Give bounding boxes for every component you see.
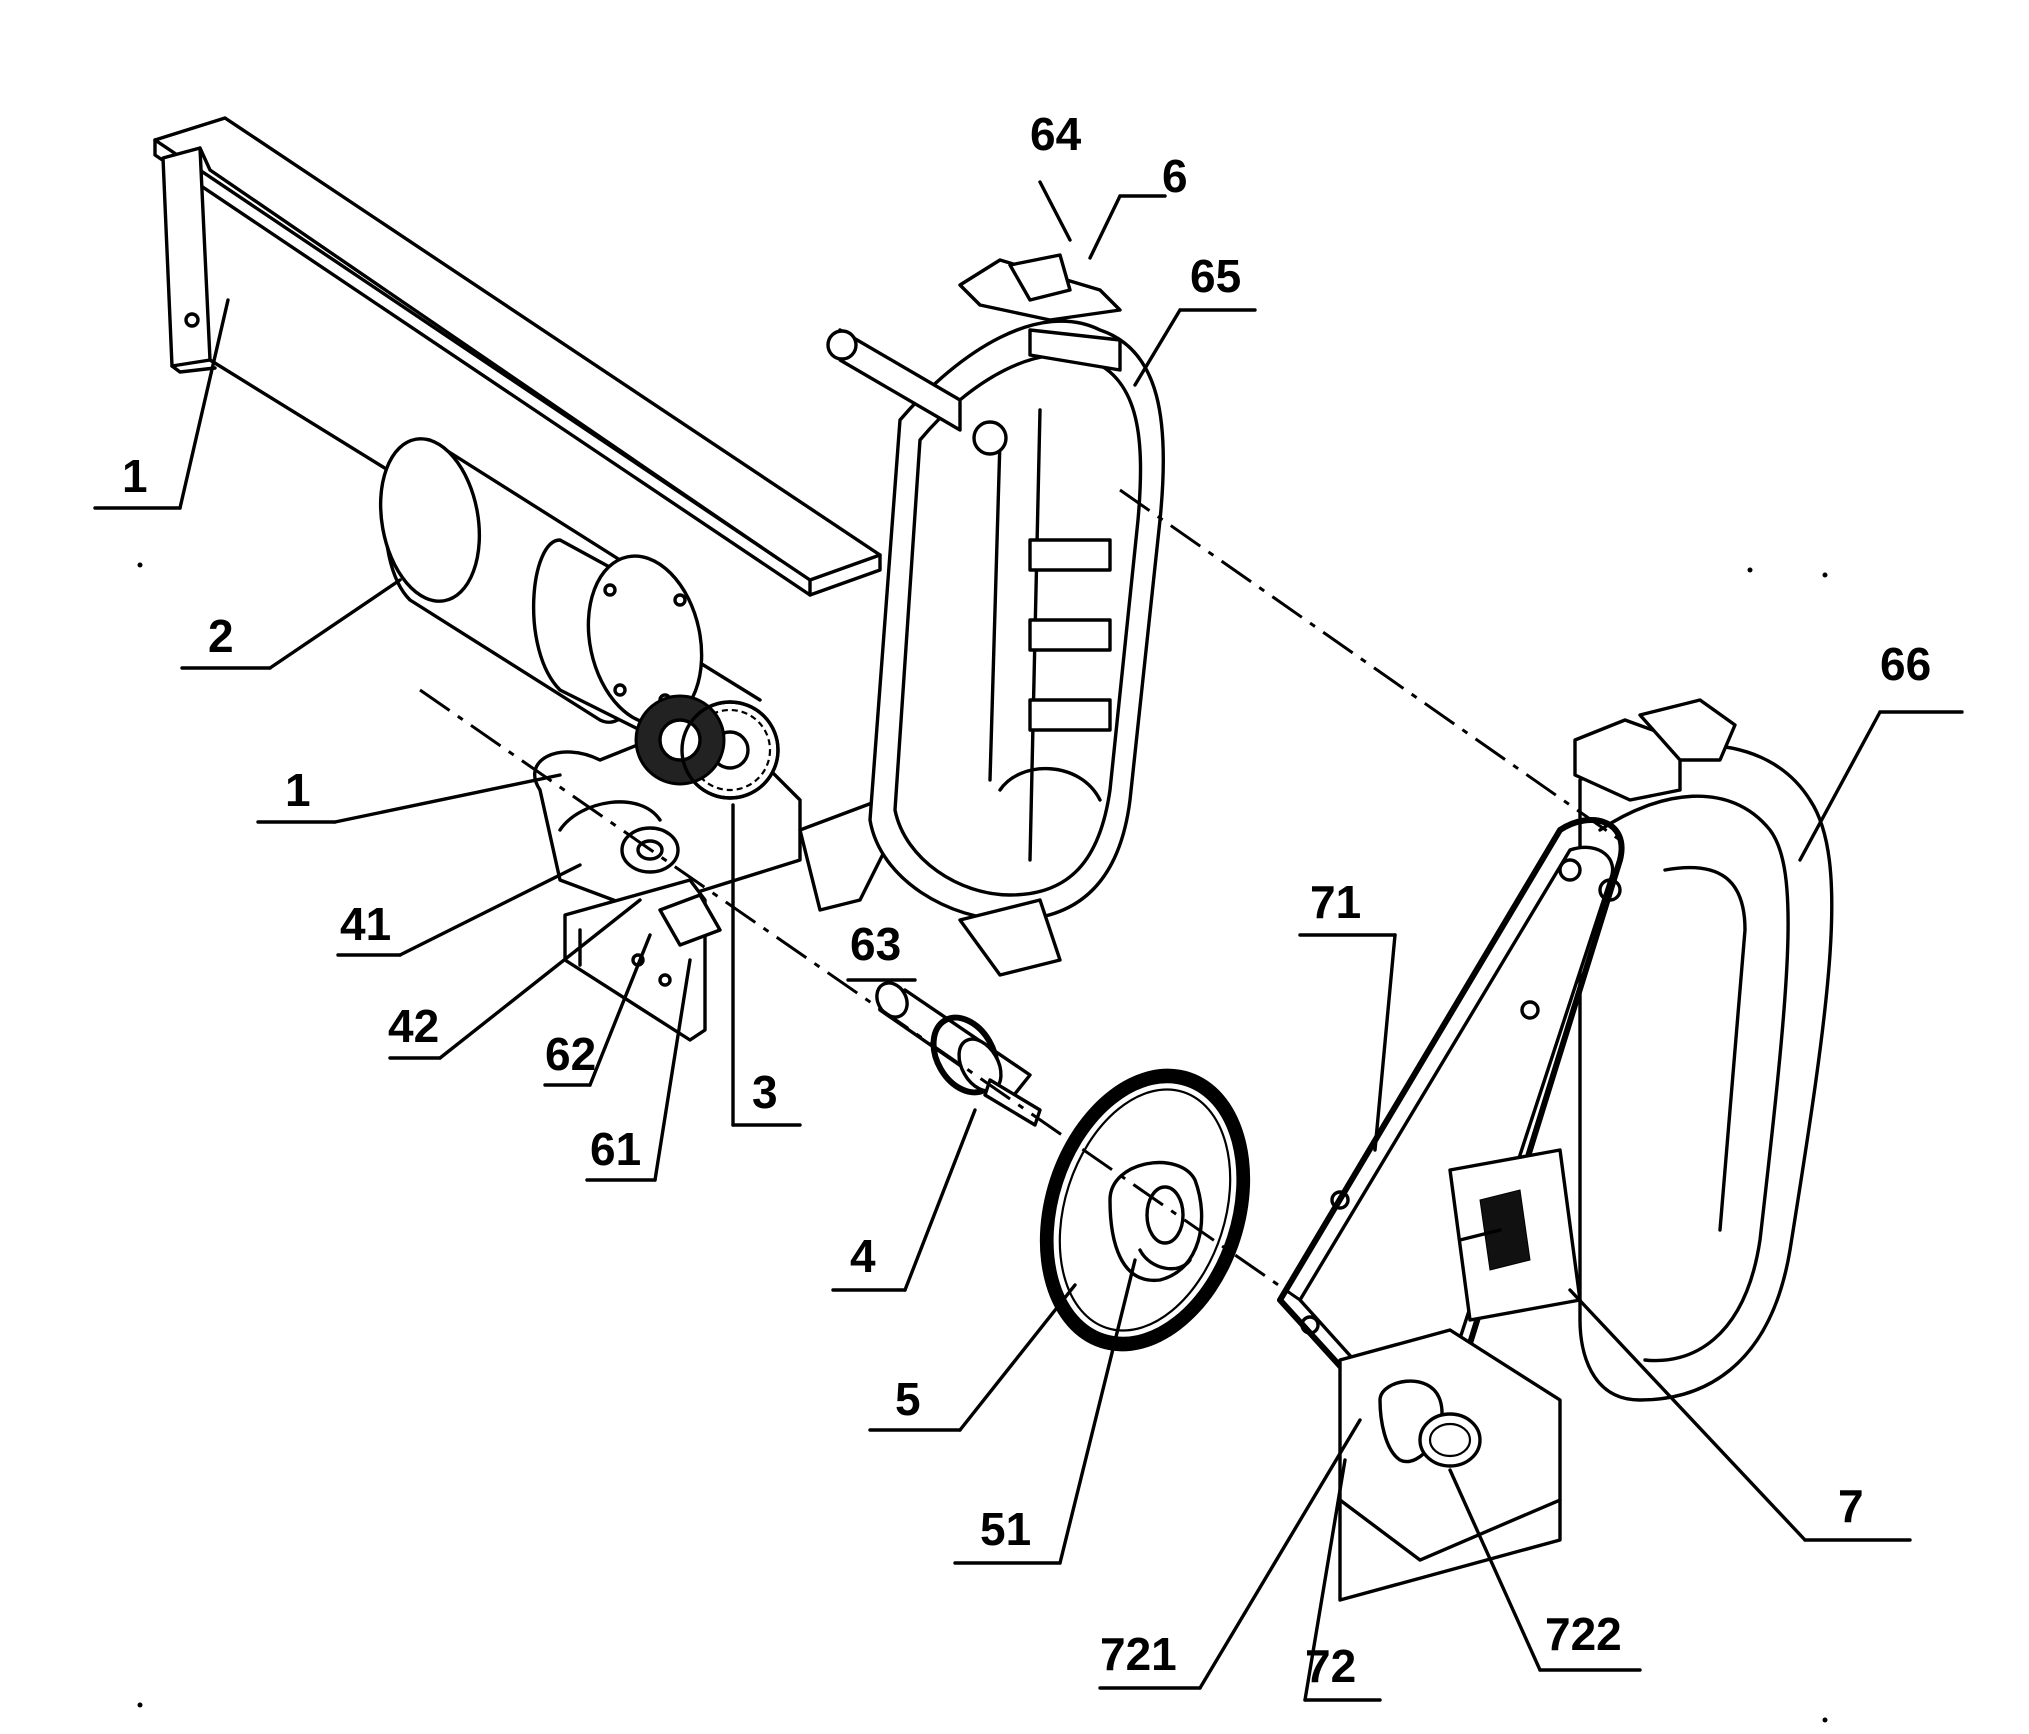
part-4-shaft: [875, 981, 1042, 1127]
reference-numerals: 1 2 1 41 42 62 61 3 63 4 5 51 64 6 65 66…: [122, 108, 1931, 1692]
label-1-top: 1: [122, 450, 148, 502]
label-64: 64: [1030, 108, 1082, 160]
label-71: 71: [1310, 876, 1361, 928]
label-42: 42: [388, 1000, 439, 1052]
label-72: 72: [1305, 1640, 1356, 1692]
label-4: 4: [850, 1230, 876, 1282]
label-722: 722: [1545, 1608, 1622, 1660]
assembly-axes: [419, 488, 1621, 1302]
label-2: 2: [208, 610, 234, 662]
part-2-motor: [378, 437, 704, 733]
label-1-mid: 1: [285, 764, 311, 816]
label-5: 5: [895, 1373, 921, 1425]
label-3: 3: [752, 1066, 778, 1118]
label-51: 51: [980, 1503, 1031, 1555]
label-61: 61: [590, 1123, 641, 1175]
part-65-front-frame: [826, 253, 1166, 977]
label-62: 62: [545, 1028, 596, 1080]
label-7: 7: [1838, 1480, 1864, 1532]
label-721: 721: [1100, 1628, 1177, 1680]
label-66: 66: [1880, 638, 1931, 690]
scan-dots: [137, 562, 1828, 1723]
label-41: 41: [340, 898, 391, 950]
part-1-rail: [153, 116, 882, 702]
part-7-control-plate: [1277, 817, 1625, 1602]
gearbox-assembly: [533, 694, 902, 1042]
label-65: 65: [1190, 250, 1241, 302]
part-5-gear: [1039, 1068, 1251, 1352]
part-66-rear-frame: [1573, 698, 1834, 1402]
leader-lines: [93, 180, 1964, 1702]
label-63: 63: [850, 918, 901, 970]
label-6: 6: [1162, 150, 1188, 202]
